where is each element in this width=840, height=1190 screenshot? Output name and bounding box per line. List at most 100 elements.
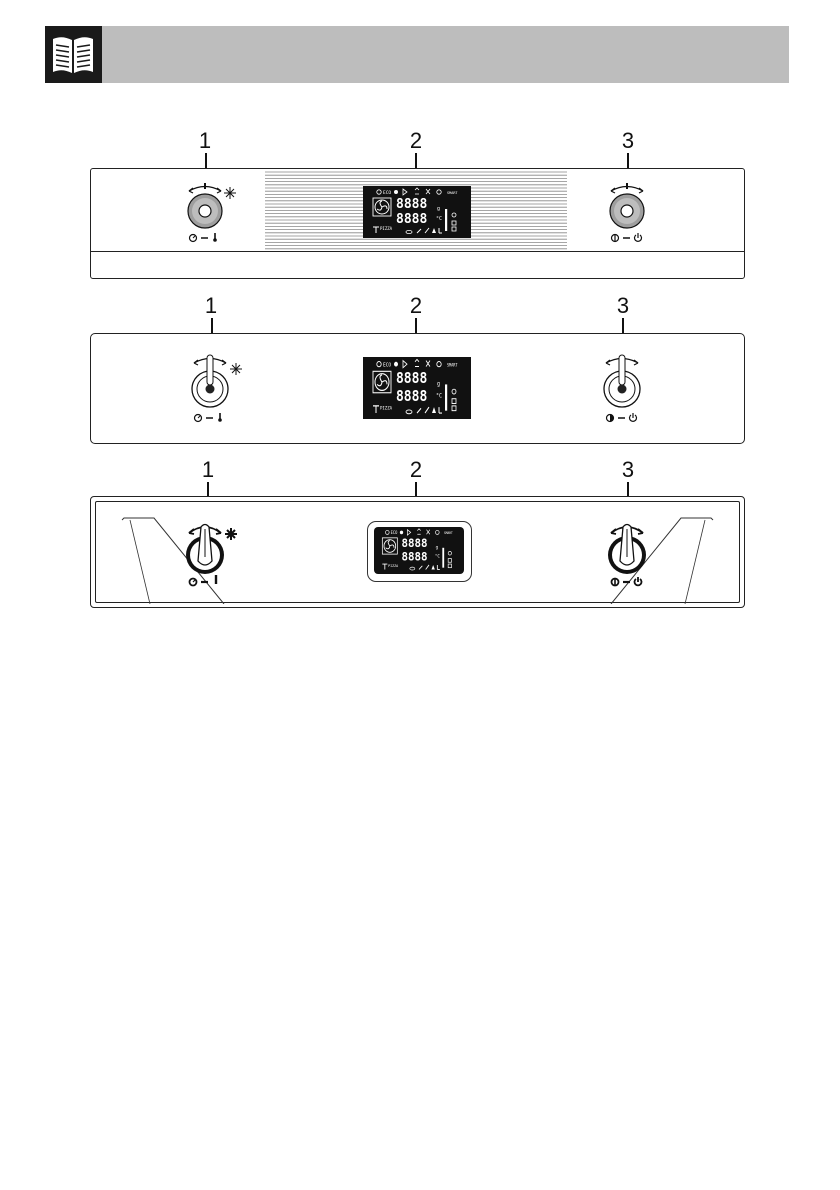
temperature-icon [414, 358, 420, 368]
thermometer-icon [213, 233, 217, 242]
digits-top: 8888 [396, 370, 427, 387]
heat-icon [436, 564, 440, 570]
pizza-label: PIZZA [380, 405, 392, 412]
fan-icon [374, 199, 390, 215]
settings-icon [394, 361, 398, 367]
wifi-icon [451, 212, 457, 218]
cleaning-icon [425, 188, 431, 195]
clock-icon [376, 361, 382, 368]
fan-box [381, 537, 398, 555]
key-icon [451, 226, 457, 232]
key-icon [447, 563, 452, 569]
clock-icon [385, 530, 390, 535]
power-icon [628, 413, 638, 422]
callout-2-bottom: 2 [409, 457, 423, 482]
play-icon [407, 528, 412, 536]
unit-top: g [437, 206, 440, 212]
fan-blades [385, 540, 395, 550]
bake-icon [432, 407, 436, 414]
heat-icon [438, 228, 442, 234]
timer-icon [188, 577, 198, 587]
callout-3-bottom: 3 [621, 457, 635, 482]
cleaning-icon [425, 360, 431, 367]
key-icon [451, 405, 457, 412]
digits-bottom: 8888 [396, 212, 427, 227]
lock-icon [451, 220, 457, 226]
fan-box [372, 370, 392, 394]
callout-3-top: 3 [621, 128, 635, 153]
settings-icon [399, 530, 404, 535]
pizza-label: PIZZA [388, 564, 399, 568]
unit-bottom: °C [436, 393, 442, 400]
section-header-bar [45, 26, 789, 83]
timer-icon [436, 361, 442, 368]
callout-1-middle: 1 [204, 293, 218, 318]
heat-icon [438, 407, 442, 414]
smart-label: SMART [447, 362, 458, 367]
panel-strip-divider [91, 251, 744, 252]
function-knob-top[interactable] [176, 180, 242, 244]
half-circle-icon [610, 577, 620, 587]
leader-line-3-top [627, 153, 629, 179]
knife-icon [424, 406, 430, 414]
fan-icon [374, 373, 390, 391]
fan-blades [376, 374, 388, 387]
fan-icon [383, 539, 397, 553]
power-icon [633, 577, 643, 587]
tray-icon [382, 563, 388, 570]
temperature-icon [417, 528, 421, 535]
level-bar [442, 547, 445, 568]
cleaning-icon [426, 529, 431, 535]
unit-top: g [436, 546, 439, 551]
timer-icon [436, 189, 442, 195]
play-icon [402, 359, 408, 369]
knife-icon [425, 564, 430, 570]
eco-label: ECO [391, 530, 398, 535]
unit-bottom: °C [435, 554, 440, 560]
smart-label: SMART [447, 191, 458, 195]
probe-icon [416, 407, 422, 414]
bake-icon [432, 228, 436, 233]
eco-label: ECO [383, 362, 391, 369]
dish-icon [405, 409, 413, 415]
clock-icon [376, 189, 382, 195]
power-icon [633, 233, 643, 242]
panel-inner-frame [95, 501, 740, 603]
callout-3-middle: 3 [616, 293, 630, 318]
eco-label: ECO [383, 190, 391, 196]
probe-icon [418, 565, 423, 570]
lock-icon [451, 398, 457, 404]
leader-line-1-top [205, 153, 207, 179]
timer-icon [193, 413, 203, 423]
thermometer-icon [218, 413, 222, 422]
callout-1-bottom: 1 [201, 457, 215, 482]
tray-icon [373, 405, 379, 414]
function-knob-bottom[interactable] [176, 517, 242, 587]
settings-icon [394, 190, 398, 194]
sparkle-icon [224, 187, 236, 199]
play-icon [402, 188, 408, 196]
callout-1-top: 1 [198, 128, 212, 153]
digits-top: 8888 [402, 536, 428, 550]
temperature-knob-top[interactable] [596, 180, 660, 244]
level-bar [445, 384, 448, 411]
function-knob-middle[interactable] [180, 350, 246, 426]
sparkle-icon [230, 363, 242, 375]
digits-top: 8888 [396, 197, 427, 212]
half-circle-icon [610, 233, 620, 243]
digits-bottom: 8888 [402, 550, 428, 564]
half-circle-icon [605, 413, 615, 423]
temperature-knob-middle[interactable] [591, 350, 655, 426]
unit-bottom: °C [436, 216, 442, 222]
callout-2-middle: 2 [409, 293, 423, 318]
bake-icon [431, 564, 435, 570]
sparkle-icon [225, 528, 237, 540]
wifi-icon [451, 388, 457, 395]
dish-icon [409, 566, 416, 571]
tray-icon [373, 226, 379, 233]
digits-bottom: 8888 [396, 388, 427, 405]
temperature-knob-bottom[interactable] [596, 517, 660, 587]
